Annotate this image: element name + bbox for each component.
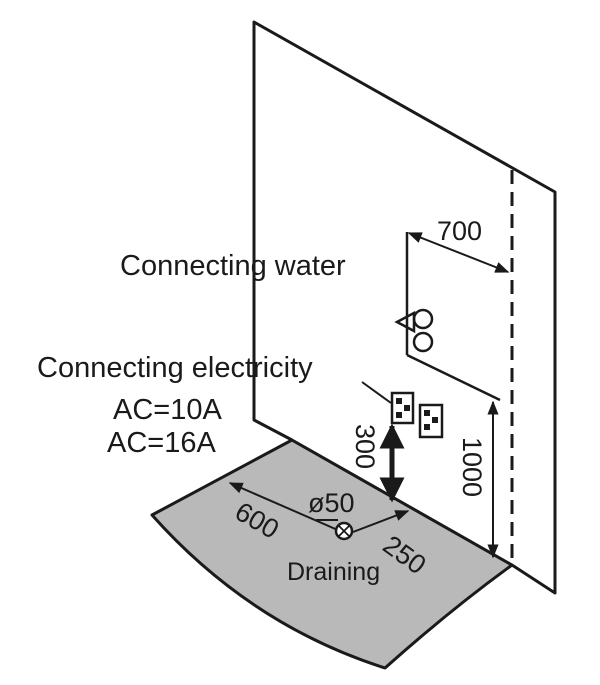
dim-line-700 [407,232,510,273]
ac-16a-label: AC=16A [107,427,216,459]
dim-label-700: 700 [437,216,482,246]
connecting-electricity-label: Connecting electricity [37,352,313,384]
dim-label-1000: 1000 [457,437,487,497]
connecting-water-label: Connecting water [120,250,346,282]
electricity-leader-line [361,381,392,404]
wall-panel [252,20,557,595]
dim-label-300: 300 [350,424,380,469]
dim-line-600 [228,482,341,532]
water-extension-diagonal [406,353,501,402]
floor-area [150,438,514,670]
electric-socket-icon [390,391,444,439]
ac-10a-label: AC=10A [113,394,222,426]
drain-icon [334,521,354,541]
drain-diameter-label: ø50 [308,488,355,518]
dim-line-250 [352,510,410,533]
water-valve-icon [394,308,434,353]
draining-label: Draining [287,558,380,586]
